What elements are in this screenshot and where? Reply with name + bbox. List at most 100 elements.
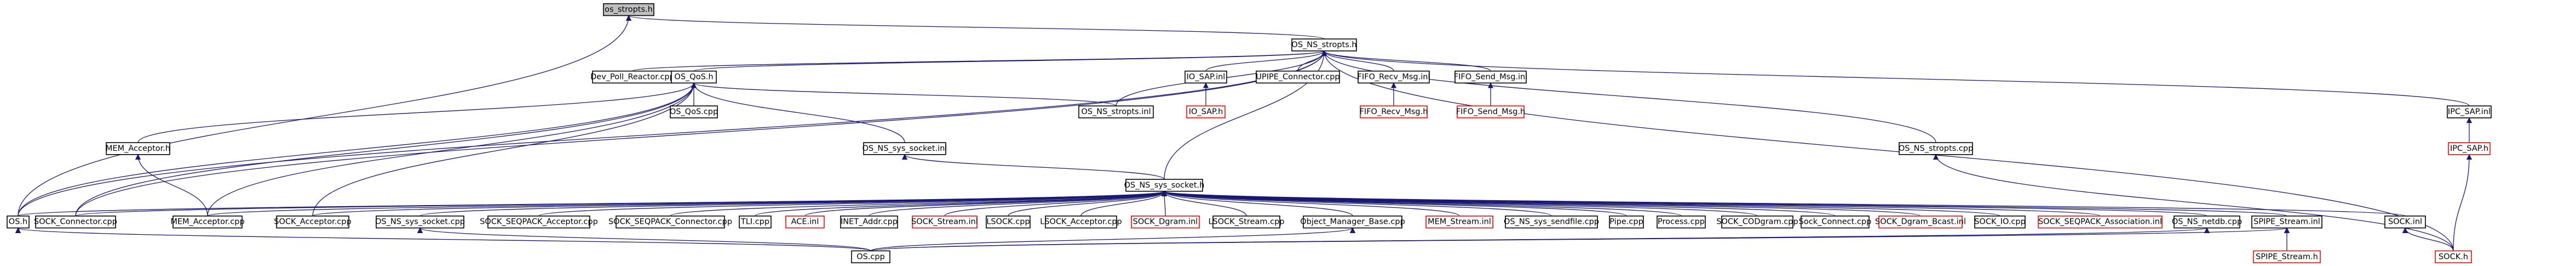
node-box[interactable] xyxy=(739,216,772,229)
node-box[interactable] xyxy=(912,216,978,229)
node-seqpack_conn[interactable]: SOCK_SEQPACK_Connector.cpp xyxy=(608,216,732,229)
node-process[interactable]: Process.cpp xyxy=(1657,216,1706,229)
node-root[interactable]: os_stropts.h xyxy=(603,3,654,16)
node-box[interactable] xyxy=(670,105,718,118)
node-sock_inl[interactable]: SOCK.inl xyxy=(2384,216,2426,229)
node-netdb[interactable]: OS_NS_netdb.cpp xyxy=(2172,216,2242,229)
node-box[interactable] xyxy=(1721,216,1793,229)
node-fifo_send_inl[interactable]: FIFO_Send_Msg.inl xyxy=(1454,70,1528,84)
node-osnssyssock_h[interactable]: OS_NS_sys_socket.h xyxy=(1124,179,1205,192)
node-dgram_bcast[interactable]: SOCK_Dgram_Bcast.inl xyxy=(1875,216,1966,229)
node-inet_addr[interactable]: INET_Addr.cpp xyxy=(840,216,898,229)
node-box[interactable] xyxy=(2384,216,2426,229)
node-box[interactable] xyxy=(1125,179,1203,192)
node-box[interactable] xyxy=(1186,105,1226,118)
node-osqos_h[interactable]: OS_QoS.h xyxy=(671,70,717,84)
node-box[interactable] xyxy=(2253,250,2321,263)
node-box[interactable] xyxy=(376,216,464,229)
node-os_h[interactable]: OS.h xyxy=(7,216,30,229)
node-tli[interactable]: TLI.cpp xyxy=(739,216,772,229)
node-box[interactable] xyxy=(2435,250,2472,263)
node-label: OS_NS_stropts.cpp xyxy=(1899,144,1973,153)
node-box[interactable] xyxy=(1457,105,1525,118)
node-box[interactable] xyxy=(863,142,946,155)
node-box[interactable] xyxy=(785,216,825,229)
node-box[interactable] xyxy=(671,70,717,84)
node-sendfile[interactable]: OS_NS_sys_sendfile.cpp xyxy=(1504,216,1599,229)
node-spipe_stream_inl[interactable]: SPIPE_Stream.inl xyxy=(2251,216,2322,229)
node-seqpack_acc[interactable]: SOCK_SEQPACK_Acceptor.cpp xyxy=(480,216,598,229)
node-seqpack_assoc[interactable]: SOCK_SEQPACK_Association.inl xyxy=(2038,216,2163,229)
node-devpoll[interactable]: Dev_Poll_Reactor.cpp xyxy=(590,70,675,84)
node-os_cpp[interactable]: OS.cpp xyxy=(851,250,890,263)
node-osnsstropts_h[interactable]: OS_NS_stropts.h xyxy=(1291,38,1357,52)
node-box[interactable] xyxy=(1657,216,1706,229)
node-sock_io[interactable]: SOCK_IO.cpp xyxy=(1974,216,2026,229)
node-box[interactable] xyxy=(1078,105,1154,118)
node-box[interactable] xyxy=(173,216,243,229)
node-box[interactable] xyxy=(2174,216,2240,229)
node-box[interactable] xyxy=(1425,216,1493,229)
node-box[interactable] xyxy=(7,216,30,229)
node-box[interactable] xyxy=(851,250,890,263)
node-box[interactable] xyxy=(487,216,590,229)
node-box[interactable] xyxy=(1505,216,1598,229)
node-objmgr[interactable]: Object_Manager_Base.cpp xyxy=(1300,216,1405,229)
node-ipcsap_h[interactable]: IPC_SAP.h xyxy=(2448,142,2491,155)
node-box[interactable] xyxy=(106,142,170,155)
node-box[interactable] xyxy=(603,3,654,16)
node-fifo_recv_inl[interactable]: FIFO_Recv_Msg.inl xyxy=(1358,70,1430,84)
node-box[interactable] xyxy=(1609,216,1644,229)
node-spipe_stream_h[interactable]: SPIPE_Stream.h xyxy=(2253,250,2321,263)
node-osqos_cpp[interactable]: OS_QoS.cpp xyxy=(670,105,718,118)
node-box[interactable] xyxy=(2448,142,2491,155)
node-fifo_send_h[interactable]: FIFO_Send_Msg.h xyxy=(1456,105,1525,118)
node-box[interactable] xyxy=(1878,216,1963,229)
node-iosap_inl[interactable]: IO_SAP.inl xyxy=(1185,70,1227,84)
node-box[interactable] xyxy=(1185,70,1227,84)
node-osnssyssock_cpp[interactable]: OS_NS_sys_socket.cpp xyxy=(375,216,465,229)
node-sock_acc[interactable]: SOCK_Acceptor.cpp xyxy=(274,216,352,229)
node-box[interactable] xyxy=(35,216,116,229)
node-pipe[interactable]: Pipe.cpp xyxy=(1609,216,1644,229)
node-box[interactable] xyxy=(2038,216,2163,229)
node-osnsstropts_cpp[interactable]: OS_NS_stropts.cpp xyxy=(1899,142,1973,155)
node-upipe_conn[interactable]: UPIPE_Connector.cpp xyxy=(1256,70,1340,84)
node-sock_connect[interactable]: Sock_Connect.cpp xyxy=(1799,216,1872,229)
node-sock_dgram_inl[interactable]: SOCK_Dgram.inl xyxy=(1131,216,1200,229)
node-box[interactable] xyxy=(1358,70,1430,84)
node-lsock_acc[interactable]: LSOCK_Acceptor.cpp xyxy=(1040,216,1122,229)
node-osnsstropts_inl[interactable]: OS_NS_stropts.inl xyxy=(1078,105,1154,118)
node-osnssyssock_inl[interactable]: OS_NS_sys_socket.inl xyxy=(863,142,947,155)
node-box[interactable] xyxy=(1801,216,1870,229)
node-iosap_h[interactable]: IO_SAP.h xyxy=(1186,105,1226,118)
node-ace_inl[interactable]: ACE.inl xyxy=(785,216,825,229)
node-box[interactable] xyxy=(276,216,349,229)
node-box[interactable] xyxy=(1131,216,1200,229)
node-box[interactable] xyxy=(1212,216,1280,229)
node-box[interactable] xyxy=(2447,105,2492,118)
node-mem_acceptor_h[interactable]: MEM_Acceptor.h xyxy=(106,142,170,155)
node-box[interactable] xyxy=(1256,70,1340,84)
node-ipcsap_inl[interactable]: IPC_SAP.inl xyxy=(2447,105,2492,118)
node-mem_acc_cpp[interactable]: MEM_Acceptor.cpp xyxy=(170,216,245,229)
node-codgram[interactable]: SOCK_CODgram.cpp xyxy=(1716,216,1798,229)
node-box[interactable] xyxy=(1303,216,1402,229)
node-sock_conn[interactable]: SOCK_Connector.cpp xyxy=(34,216,117,229)
node-sock_stream_inl[interactable]: SOCK_Stream.inl xyxy=(911,216,978,229)
node-box[interactable] xyxy=(1360,105,1428,118)
node-box[interactable] xyxy=(840,216,898,229)
node-mem_stream_inl[interactable]: MEM_Stream.inl xyxy=(1425,216,1493,229)
node-lsock[interactable]: LSOCK.cpp xyxy=(986,216,1031,229)
node-sock_h[interactable]: SOCK.h xyxy=(2435,250,2472,263)
node-box[interactable] xyxy=(616,216,725,229)
node-lsock_stream[interactable]: LSOCK_Stream.cpp xyxy=(1208,216,1285,229)
node-box[interactable] xyxy=(1454,70,1527,84)
node-box[interactable] xyxy=(1974,216,2026,229)
node-fifo_recv_h[interactable]: FIFO_Recv_Msg.h xyxy=(1360,105,1428,118)
node-box[interactable] xyxy=(2251,216,2322,229)
node-box[interactable] xyxy=(986,216,1031,229)
node-box[interactable] xyxy=(1291,38,1357,52)
node-box[interactable] xyxy=(1899,142,1973,155)
node-box[interactable] xyxy=(1045,216,1117,229)
